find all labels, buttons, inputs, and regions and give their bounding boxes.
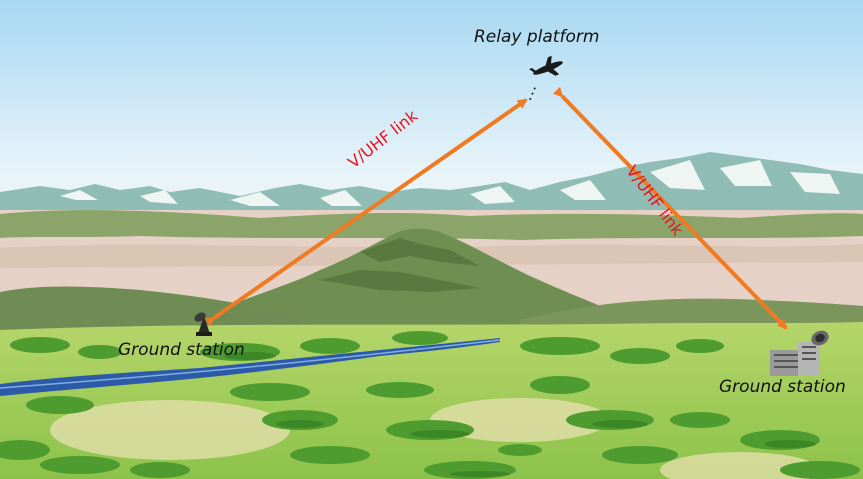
building-antenna-icon [770, 330, 829, 376]
link-arrow-left [204, 98, 528, 327]
river-highlight [0, 339, 501, 389]
aircraft-icon [529, 55, 563, 100]
relay-platform-label: Relay platform [474, 27, 600, 47]
tree-shadows [224, 352, 816, 477]
link-arrow-right [552, 86, 788, 330]
ground-station-left-label: Ground station [118, 340, 245, 360]
ground-station-right-label: Ground station [719, 377, 846, 397]
tree-clusters [0, 331, 860, 479]
clearings [50, 398, 820, 479]
antenna-icon [194, 312, 212, 336]
